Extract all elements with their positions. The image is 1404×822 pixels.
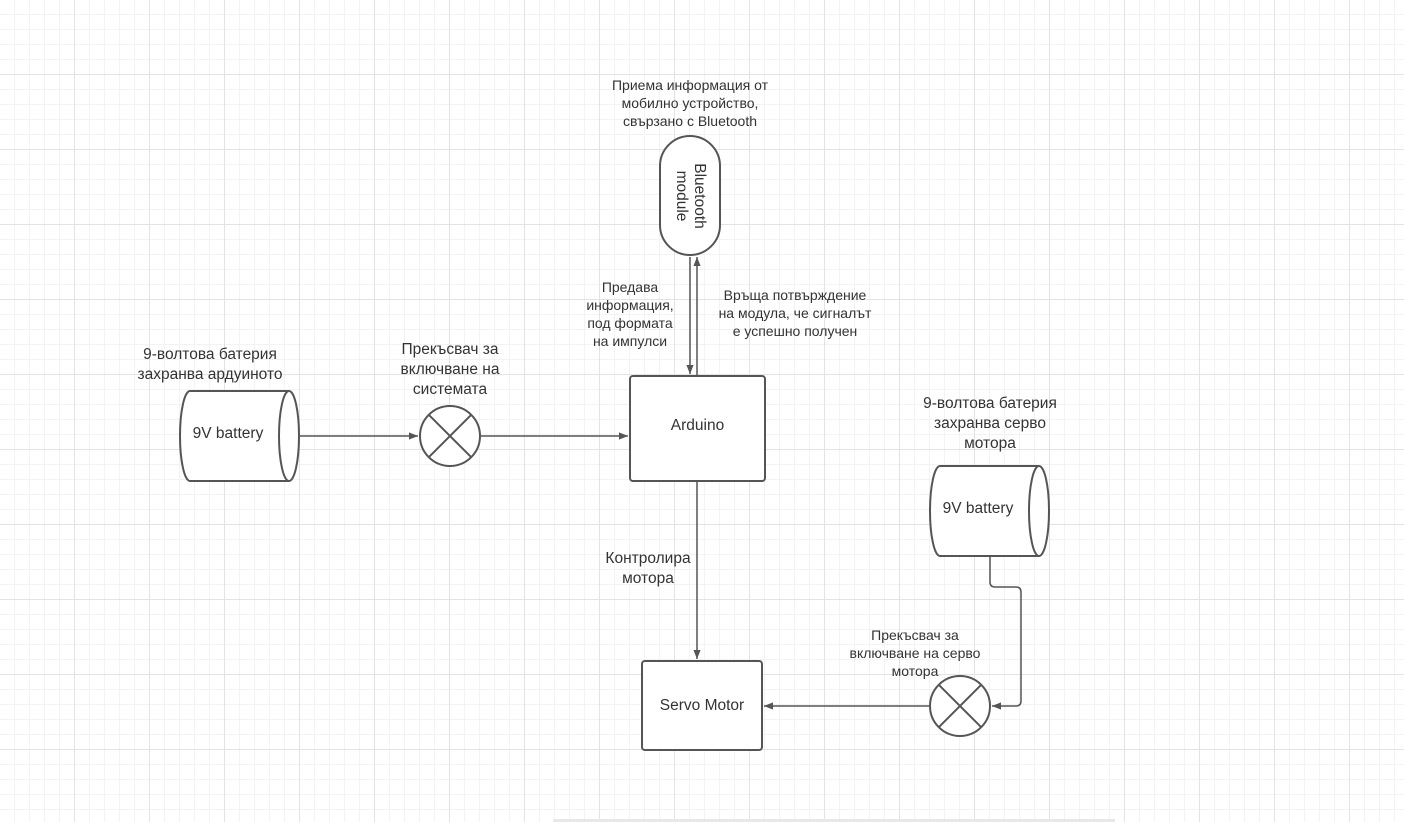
servo-motor-box[interactable]	[641, 660, 763, 751]
bluetooth-module-shape[interactable]	[659, 135, 721, 256]
arduino-label: Arduino	[670, 417, 725, 434]
battery-right-shape[interactable]	[929, 465, 1050, 557]
battery-left-label: 9V battery	[192, 425, 264, 442]
connector-battery-right-to-switch	[989, 556, 1022, 710]
confirmation-annotation: Връща потвърждение на модула, че сигналъ…	[718, 287, 872, 339]
switch-left-description: Прекъсвач за включване на системата	[400, 341, 500, 398]
battery-left-description: 9-волтова батерия захранва ардуиното	[137, 346, 283, 383]
battery-right-description: 9-волтова батерия захранва серво мотора	[923, 395, 1057, 452]
controls-motor-annotation: Контролира мотора	[605, 550, 691, 587]
switch-left-symbol[interactable]	[419, 405, 481, 467]
switch-right-symbol[interactable]	[929, 675, 991, 737]
battery-right-label: 9V battery	[942, 500, 1014, 517]
bluetooth-description: Приема информация от мобилно устройство,…	[611, 77, 768, 129]
servo-motor-label: Servo Motor	[659, 696, 745, 714]
bluetooth-module-label: Bluetooth module	[673, 163, 708, 229]
battery-left-shape[interactable]	[179, 390, 300, 482]
switch-right-description: Прекъсвач за включване на серво мотора	[849, 627, 981, 679]
send-info-annotation: Предава информация, под формата на импул…	[586, 279, 674, 349]
bottom-scrollbar-strip	[553, 819, 1115, 822]
